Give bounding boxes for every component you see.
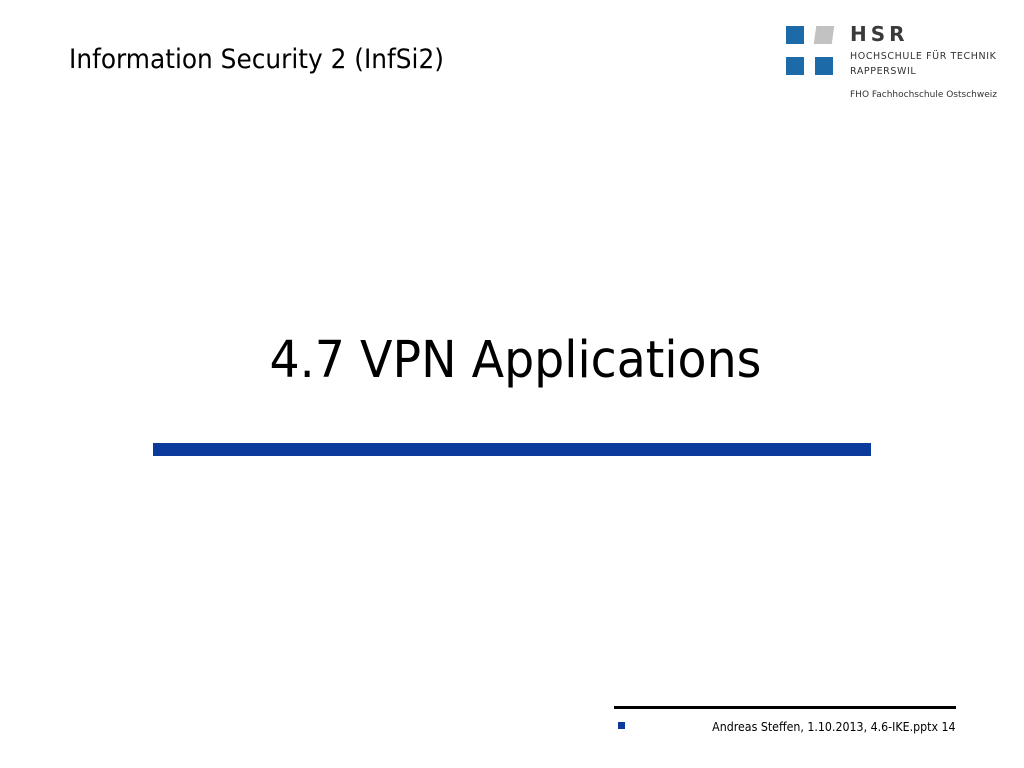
logo-square-icon xyxy=(813,26,835,44)
footer-bullet-icon xyxy=(618,722,625,729)
hsr-logo: HSR HOCHSCHULE FÜR TECHNIK RAPPERSWIL FH… xyxy=(786,22,1018,104)
course-title: Information Security 2 (InfSi2) xyxy=(69,44,444,75)
logo-subtitle: FHO Fachhochschule Ostschweiz xyxy=(850,90,997,100)
logo-squares-icon xyxy=(786,24,836,76)
logo-line-2: RAPPERSWIL xyxy=(850,66,917,77)
logo-square-icon xyxy=(815,57,833,75)
logo-square-icon xyxy=(786,57,804,75)
logo-square-icon xyxy=(786,26,804,44)
slide-title: 4.7 VPN Applications xyxy=(269,331,761,390)
title-underline-bar xyxy=(153,443,871,456)
logo-line-1: HOCHSCHULE FÜR TECHNIK xyxy=(850,51,997,62)
footer-divider xyxy=(614,706,956,709)
logo-name: HSR xyxy=(850,22,909,46)
slide-title-container: 4.7 VPN Applications xyxy=(0,328,1024,394)
footer-text: Andreas Steffen, 1.10.2013, 4.6-IKE.pptx… xyxy=(712,720,956,734)
